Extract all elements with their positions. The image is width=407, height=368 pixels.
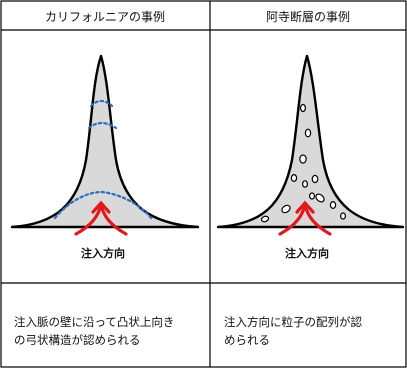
particle [299,154,307,164]
description-line: められる [224,333,270,347]
injection-vein-shape [216,54,405,229]
aligned-particles [260,103,347,223]
california-diagram: 注入方向 [10,54,200,260]
injection-direction-label: 注入方向 [285,246,329,260]
particle [329,201,337,210]
injection-direction-label: 注入方向 [81,246,125,260]
arc-structure-middle [87,121,118,130]
particle [309,192,316,200]
header-california: カリフォルニアの事例 [45,10,165,24]
particle [281,204,291,214]
description-atera: 注入方向に粒子の配列が認 められる [224,315,362,347]
particle [302,180,309,188]
particle [311,174,319,184]
injection-arrow [278,200,332,236]
injection-vein-shape [10,54,200,229]
arc-structure-top [89,99,114,108]
arc-structure-bottom [53,190,153,220]
particle [300,103,307,113]
particle [290,174,298,183]
description-line: 注入脈の壁に沿って凸状上向き [14,315,174,329]
injection-arrow [74,200,128,236]
particle [315,193,325,203]
description-california: 注入脈の壁に沿って凸状上向き の弓状構造が認められる [14,315,174,347]
particle [260,215,270,223]
description-line: 注入方向に粒子の配列が認 [224,315,362,329]
header-atera-fault: 阿寺断層の事例 [266,9,350,24]
particle [340,212,347,220]
particle [304,128,312,138]
atera-diagram: 注入方向 [216,54,405,260]
description-line: の弓状構造が認められる [14,333,141,347]
